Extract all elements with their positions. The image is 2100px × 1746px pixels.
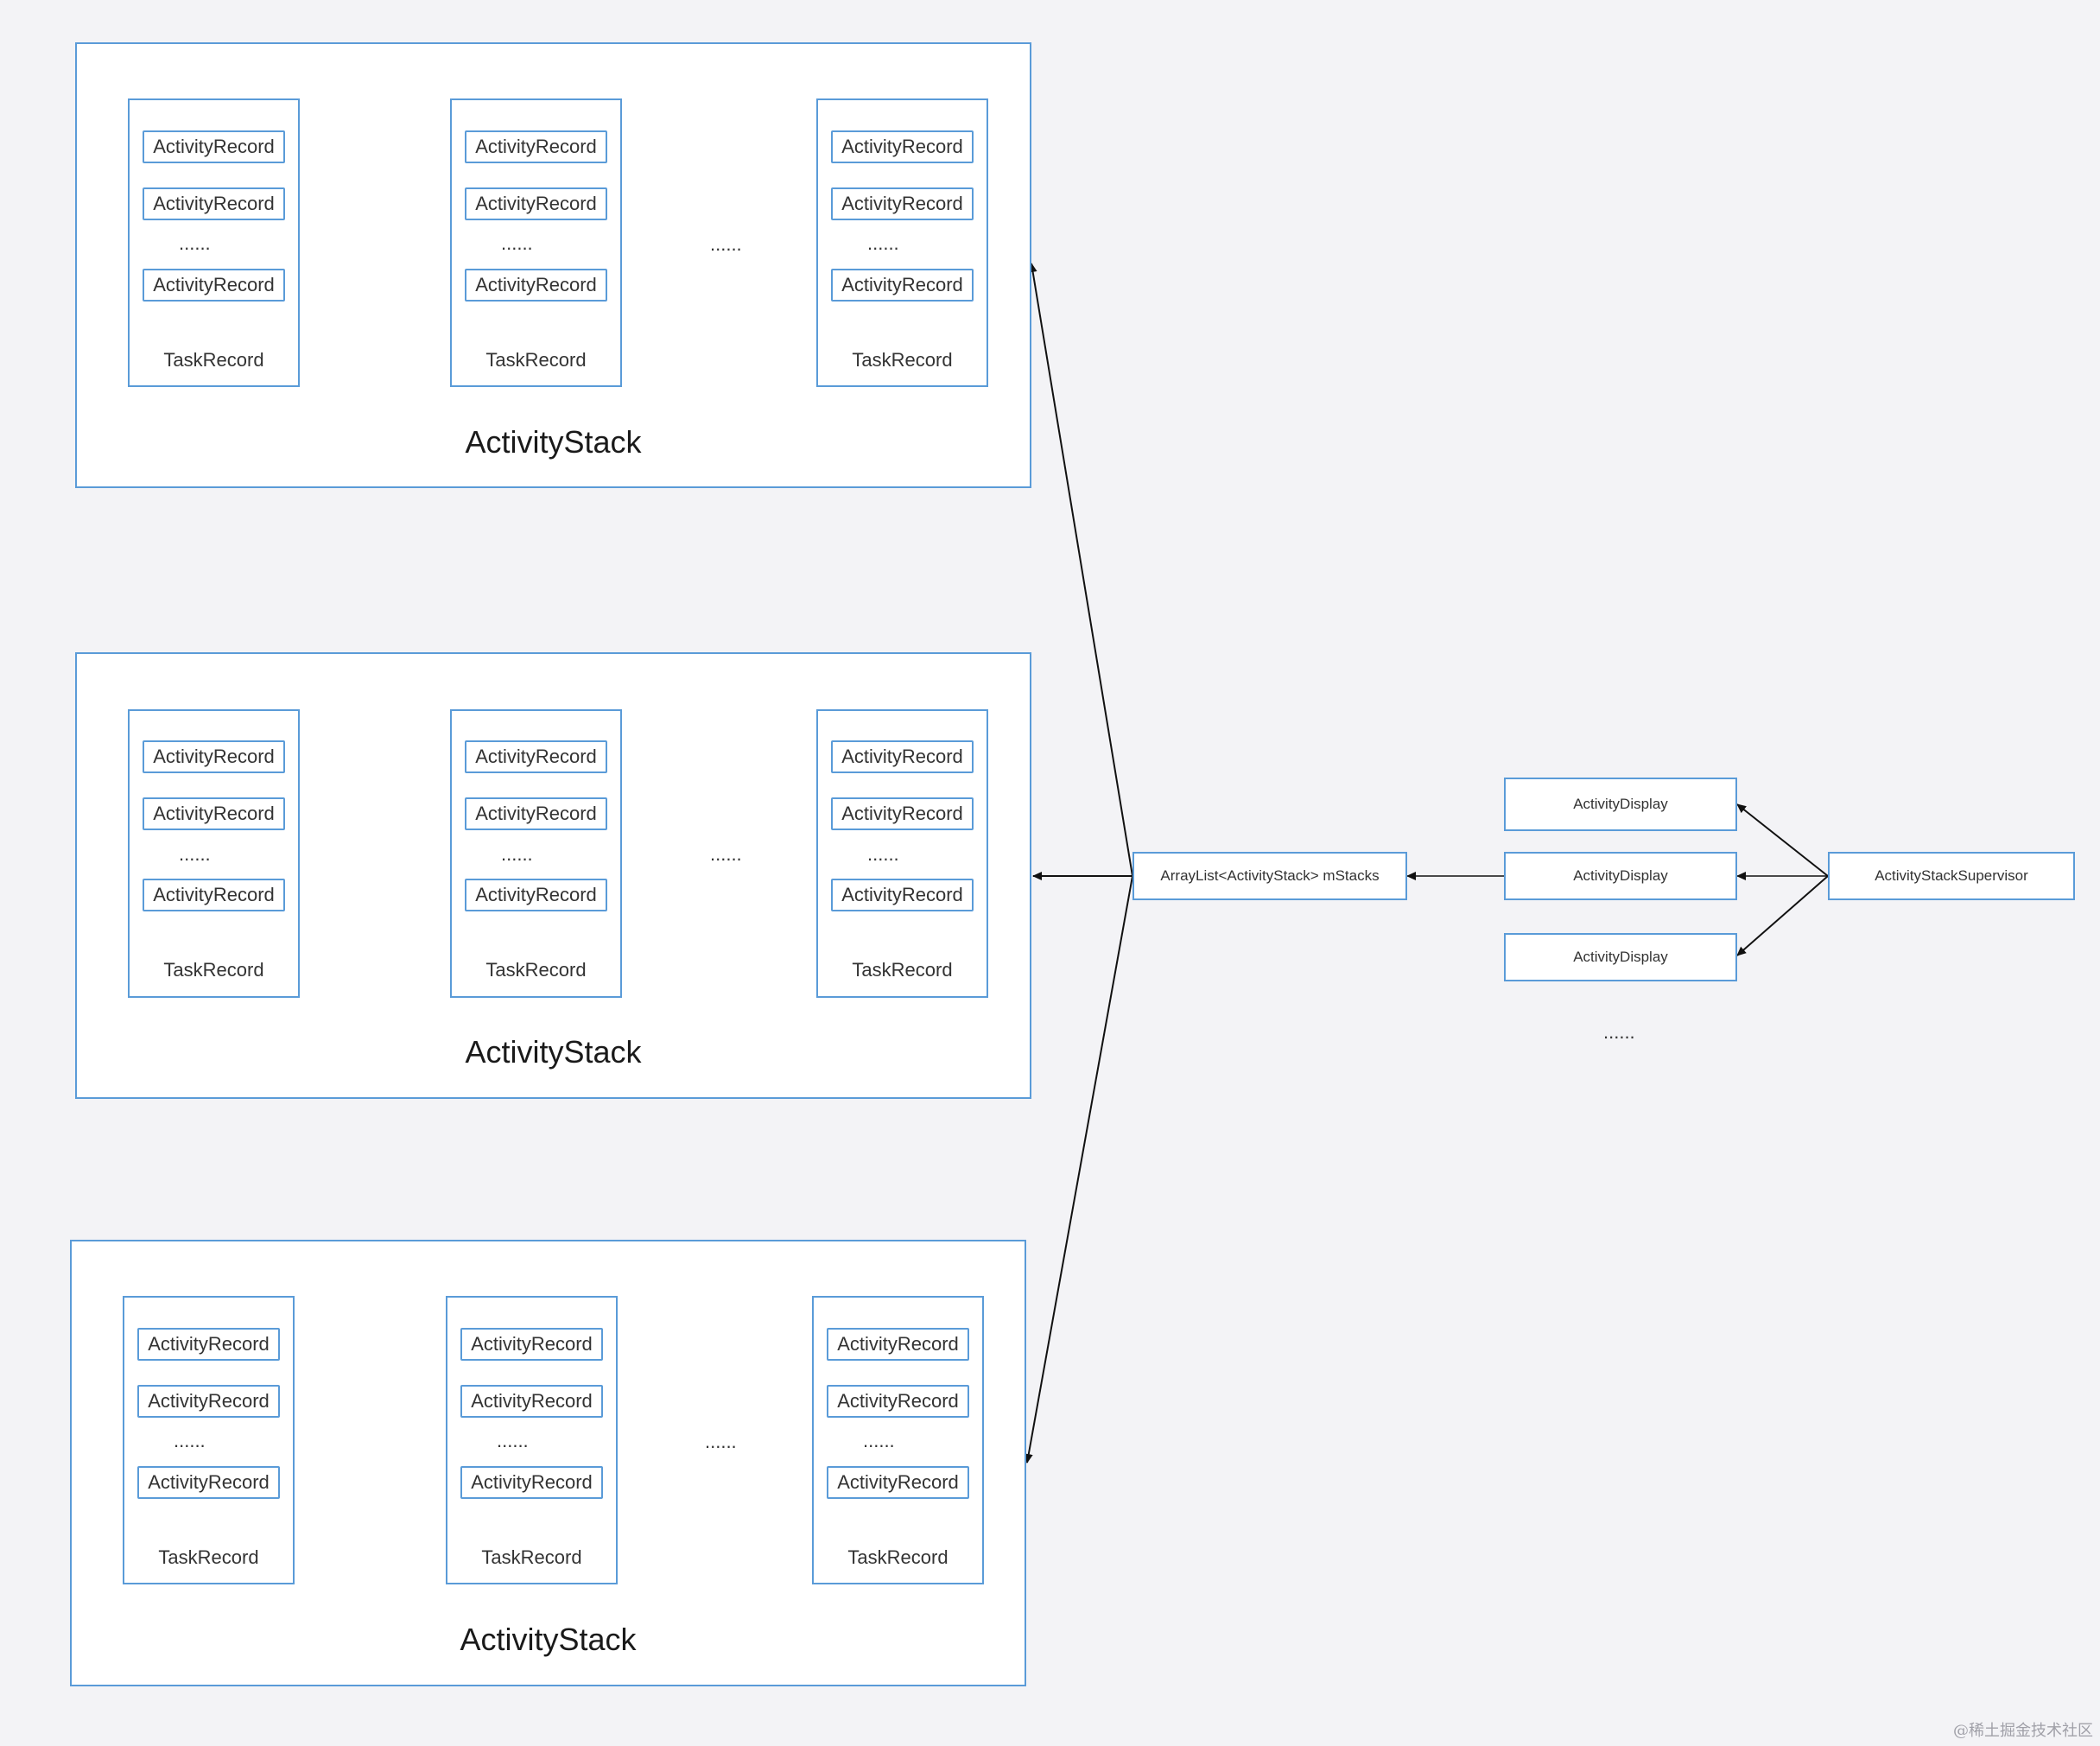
activity-record: ActivityRecord [827,1466,969,1499]
ellipsis: ...... [867,843,899,865]
activity-record: ActivityRecord [831,797,974,830]
activity-stack-title: ActivityStack [465,424,642,460]
activity-stack-title: ActivityStack [465,1034,642,1070]
activity-record: ActivityRecord [137,1328,280,1361]
task-record-label: TaskRecord [847,1546,948,1568]
between-tasks-ellipsis: ...... [710,233,742,255]
activity-record: ActivityRecord [460,1385,603,1418]
task-record: ActivityRecord ActivityRecord ...... Act… [812,1296,984,1584]
task-record-label: TaskRecord [163,349,264,371]
activity-record: ActivityRecord [831,130,974,163]
ellipsis: ...... [179,843,211,865]
activity-record: ActivityRecord [143,879,285,911]
activity-record: ActivityRecord [465,130,607,163]
task-record: ActivityRecord ActivityRecord ...... Act… [450,709,622,998]
activity-record: ActivityRecord [460,1466,603,1499]
activity-record: ActivityRecord [143,269,285,302]
activity-record: ActivityRecord [460,1328,603,1361]
ellipsis: ...... [863,1430,895,1451]
task-record-label: TaskRecord [852,959,953,981]
task-record-label: TaskRecord [485,959,587,981]
task-record: ActivityRecord ActivityRecord ...... Act… [123,1296,295,1584]
activity-stack-supervisor: ActivityStackSupervisor [1828,852,2075,900]
activity-record: ActivityRecord [827,1385,969,1418]
task-record-label: TaskRecord [481,1546,582,1568]
activity-record: ActivityRecord [143,797,285,830]
task-record: ActivityRecord ActivityRecord ...... Act… [446,1296,618,1584]
task-record: ActivityRecord ActivityRecord ...... Act… [128,98,300,387]
displays-ellipsis: ...... [1603,1021,1635,1043]
task-record: ActivityRecord ActivityRecord ...... Act… [816,709,988,998]
ellipsis: ...... [501,232,533,254]
task-record: ActivityRecord ActivityRecord ...... Act… [816,98,988,387]
ellipsis: ...... [867,232,899,254]
task-record: ActivityRecord ActivityRecord ...... Act… [128,709,300,998]
arrow-mstacks-to-stack-1 [1028,263,1133,877]
ellipsis: ...... [501,843,533,865]
mstacks-list: ArrayList<ActivityStack> mStacks [1132,852,1407,900]
activity-record: ActivityRecord [465,740,607,773]
activity-record: ActivityRecord [137,1385,280,1418]
task-record-label: TaskRecord [163,959,264,981]
arrow-supervisor-to-display-3 [1736,875,1829,956]
activity-display: ActivityDisplay [1504,778,1737,831]
activity-record: ActivityRecord [831,740,974,773]
activity-record: ActivityRecord [827,1328,969,1361]
activity-record: ActivityRecord [143,130,285,163]
ellipsis: ...... [174,1430,206,1451]
ellipsis: ...... [497,1430,529,1451]
activity-record: ActivityRecord [465,187,607,220]
activity-record: ActivityRecord [831,879,974,911]
activity-stack-title: ActivityStack [460,1622,637,1657]
between-tasks-ellipsis: ...... [705,1431,737,1452]
activity-record: ActivityRecord [137,1466,280,1499]
arrow-supervisor-to-display-1 [1736,803,1829,877]
activity-record: ActivityRecord [143,187,285,220]
activity-record: ActivityRecord [465,269,607,302]
activity-display: ActivityDisplay [1504,933,1737,981]
arrow-mstacks-to-stack-3 [1024,875,1133,1463]
between-tasks-ellipsis: ...... [710,843,742,865]
activity-record: ActivityRecord [465,879,607,911]
task-record-label: TaskRecord [485,349,587,371]
ellipsis: ...... [179,232,211,254]
task-record-label: TaskRecord [158,1546,259,1568]
activity-record: ActivityRecord [831,269,974,302]
activity-record: ActivityRecord [143,740,285,773]
activity-record: ActivityRecord [465,797,607,830]
task-record-label: TaskRecord [852,349,953,371]
task-record: ActivityRecord ActivityRecord ...... Act… [450,98,622,387]
watermark: @稀土掘金技术社区 [1953,1722,2093,1740]
activity-display: ActivityDisplay [1504,852,1737,900]
activity-record: ActivityRecord [831,187,974,220]
